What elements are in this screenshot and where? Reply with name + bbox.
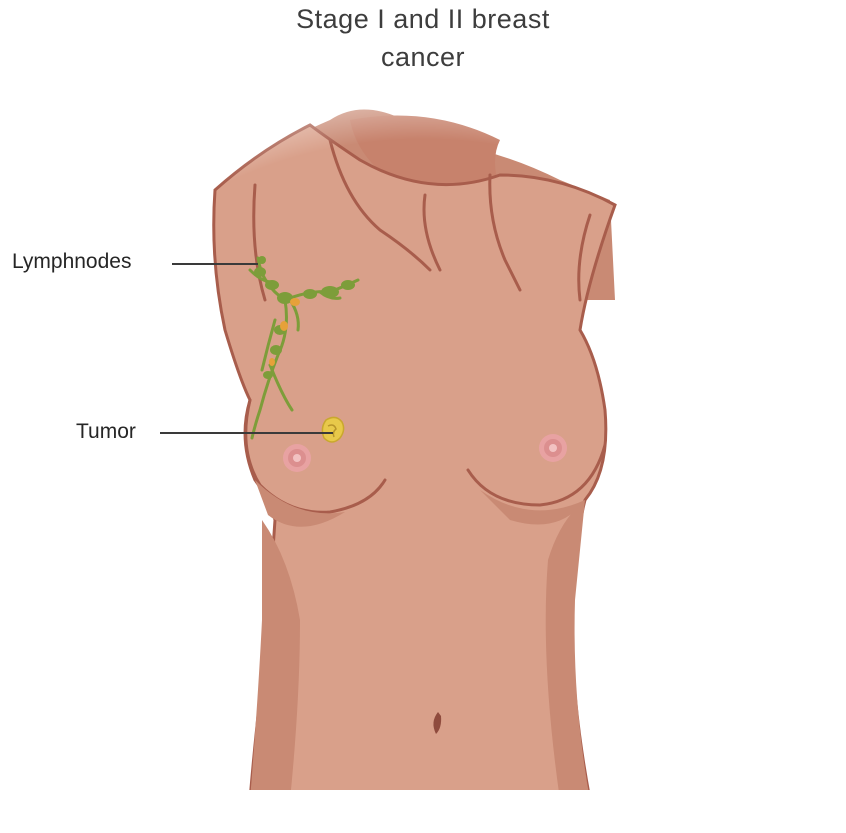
diagram-title: Stage I and II breast cancer <box>0 0 846 76</box>
tumor-label: Tumor <box>76 420 136 443</box>
lymphnodes-label: Lymphnodes <box>12 250 132 273</box>
title-line-2: cancer <box>380 42 466 72</box>
title-line-1: Stage I and II breast <box>296 4 550 34</box>
